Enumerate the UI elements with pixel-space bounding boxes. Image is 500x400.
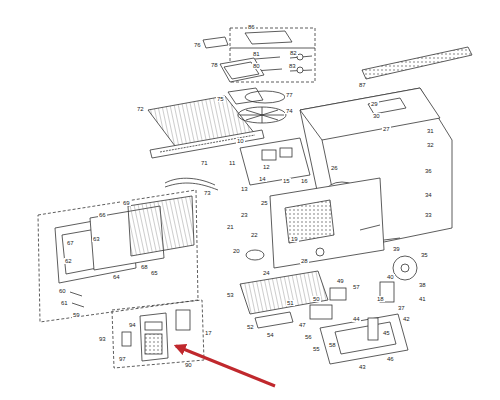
callout-number: 63	[92, 236, 101, 242]
callout-number: 31	[426, 128, 435, 134]
callout-number: 39	[392, 246, 401, 252]
callout-number: 80	[252, 63, 261, 69]
callout-number: 10	[236, 138, 245, 144]
callout-number: 36	[424, 168, 433, 174]
callout-number: 86	[247, 24, 256, 30]
callout-number: 71	[200, 160, 209, 166]
callout-number: 50	[312, 296, 321, 302]
callout-number: 30	[372, 113, 381, 119]
callout-number: 58	[328, 342, 337, 348]
callout-number: 56	[304, 334, 313, 340]
callout-number: 45	[382, 330, 391, 336]
callout-number: 73	[203, 190, 212, 196]
callout-number: 49	[336, 278, 345, 284]
callout-number: 75	[216, 96, 225, 102]
callout-number: 65	[150, 270, 159, 276]
callout-number: 55	[312, 346, 321, 352]
filter-plate	[203, 37, 228, 48]
callout-number: 26	[330, 165, 339, 171]
callout-number: 24	[262, 270, 271, 276]
callout-number: 82	[289, 50, 298, 56]
callout-number: 69	[122, 200, 131, 206]
callout-number: 18	[376, 296, 385, 302]
callout-number: 23	[240, 212, 249, 218]
control-unit	[240, 138, 310, 185]
callout-number: 17	[204, 330, 213, 336]
callout-number: 38	[418, 282, 427, 288]
callout-number: 16	[300, 178, 309, 184]
callout-number: 27	[382, 126, 391, 132]
door-group-box	[38, 190, 198, 322]
callout-number: 59	[72, 312, 81, 318]
callout-number: 44	[352, 316, 361, 322]
callout-number: 46	[386, 356, 395, 362]
callout-number: 97	[118, 356, 127, 362]
bottom-grill	[240, 271, 328, 328]
callout-number: 61	[60, 300, 69, 306]
callout-number: 22	[250, 232, 259, 238]
callout-number: 68	[140, 264, 149, 270]
callout-number: 87	[358, 82, 367, 88]
control-panel-box	[112, 300, 204, 368]
callout-number: 33	[424, 212, 433, 218]
callout-number: 37	[397, 305, 406, 311]
turntable	[238, 91, 286, 123]
rack-frames	[220, 58, 264, 104]
cavity-front	[246, 178, 384, 268]
callout-number: 12	[262, 164, 271, 170]
callout-number: 25	[260, 200, 269, 206]
callout-number: 90	[184, 362, 193, 368]
callout-number: 32	[426, 142, 435, 148]
callout-number: 21	[226, 224, 235, 230]
callout-number: 43	[358, 364, 367, 370]
callout-number: 35	[420, 252, 429, 258]
callout-number: 60	[58, 288, 67, 294]
callout-number: 51	[286, 300, 295, 306]
callout-number: 67	[66, 240, 75, 246]
callout-number: 81	[252, 51, 261, 57]
callout-number: 94	[128, 322, 137, 328]
callout-number: 57	[352, 284, 361, 290]
callout-number: 93	[98, 336, 107, 342]
callout-number: 13	[240, 186, 249, 192]
callout-number: 42	[402, 316, 411, 322]
callout-number: 52	[246, 324, 255, 330]
callout-number: 34	[424, 192, 433, 198]
electrical-parts	[310, 225, 417, 364]
callout-number: 19	[290, 236, 299, 242]
top-vent-rail	[362, 47, 472, 79]
callout-number: 77	[285, 92, 294, 98]
callout-number: 28	[300, 258, 309, 264]
callout-number: 41	[418, 296, 427, 302]
pointer-arrow	[176, 346, 275, 386]
callout-number: 83	[288, 63, 297, 69]
callout-number: 14	[258, 176, 267, 182]
power-cord	[165, 178, 218, 190]
callout-number: 66	[98, 212, 107, 218]
callout-number: 20	[232, 248, 241, 254]
callout-number: 40	[386, 274, 395, 280]
callout-number: 76	[193, 42, 202, 48]
callout-number: 29	[370, 101, 379, 107]
callout-number: 54	[266, 332, 275, 338]
callout-number: 74	[285, 108, 294, 114]
callout-number: 15	[282, 178, 291, 184]
callout-number: 47	[298, 322, 307, 328]
callout-number: 72	[136, 106, 145, 112]
callout-number: 11	[228, 160, 236, 166]
callout-number: 53	[226, 292, 235, 298]
callout-number: 62	[64, 258, 73, 264]
callout-number: 78	[210, 62, 219, 68]
callout-number: 64	[112, 274, 121, 280]
